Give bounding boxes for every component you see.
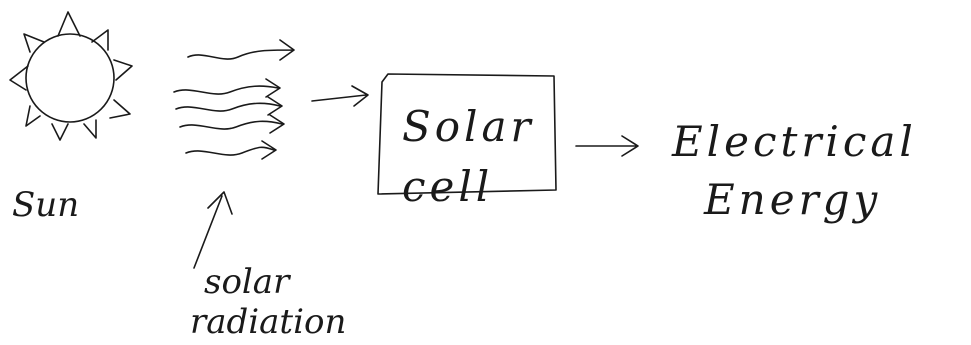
- sun-text: Sun: [12, 185, 80, 225]
- wave-arrow-5: [185, 140, 277, 160]
- solar-cell-box: [377, 73, 557, 195]
- sun-icon: [9, 11, 133, 141]
- electrical-energy-text-line2: Energy: [704, 175, 882, 224]
- arrow-to-energy: [575, 135, 639, 157]
- solar-cell-text-line2: cell: [402, 162, 494, 211]
- electrical-energy-text-line1: Electrical: [672, 117, 917, 166]
- sun-disc: [25, 33, 115, 123]
- wave-arrow-3: [175, 96, 283, 116]
- solar-radiation-label: solar radiation: [190, 262, 346, 342]
- solar-cell-text-line1: Solar: [402, 102, 535, 151]
- solar-cell-label: Solar cell: [402, 97, 535, 217]
- radiation-pointer: [193, 191, 233, 269]
- wave-arrow-4: [179, 114, 285, 134]
- electrical-energy-label: Electrical Energy: [672, 113, 917, 229]
- sun-label: Sun: [12, 188, 79, 222]
- radiation-waves: [173, 39, 295, 160]
- sun-rays: [9, 11, 133, 141]
- wave-arrow-1: [187, 39, 295, 61]
- wave-arrow-2: [173, 78, 281, 98]
- solar-radiation-text-line1: solar: [204, 262, 290, 302]
- arrow-to-cell: [311, 85, 369, 107]
- solar-radiation-text-line2: radiation: [190, 302, 347, 342]
